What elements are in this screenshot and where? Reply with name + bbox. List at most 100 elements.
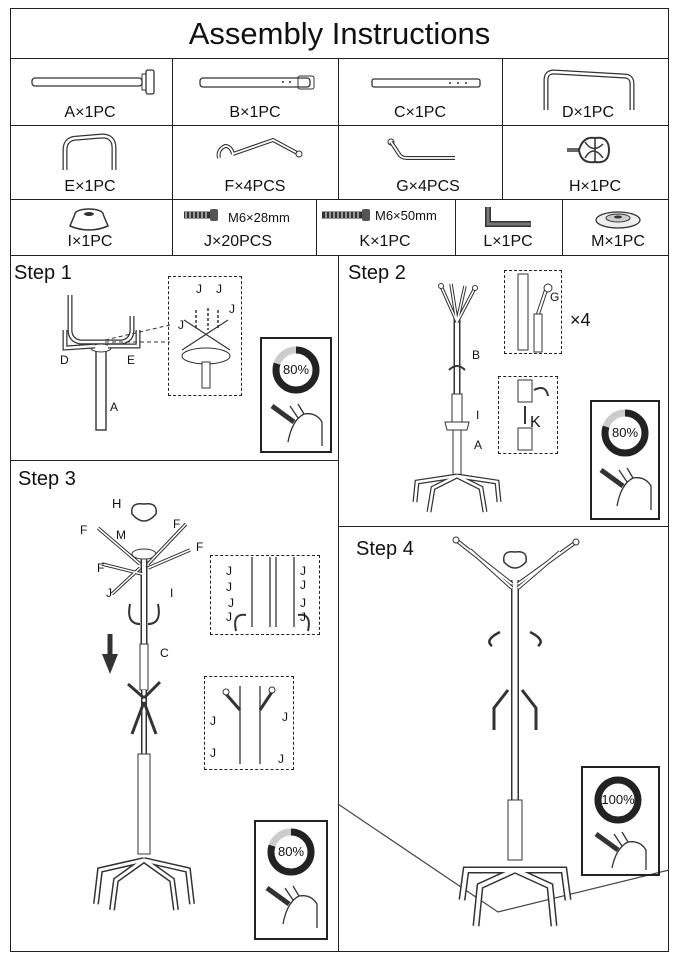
step-2-label-k: K [530,414,541,431]
page-frame [10,8,669,952]
step-3-callout-lower-j-3: J [210,746,216,760]
step-3-callout-lower-j-1: J [210,714,216,728]
step-4-room-floor [337,803,670,913]
part-l-label: L×1PC [483,233,533,250]
step-3-detail-upper-drawing [234,557,310,632]
part-l-hex-key-icon [485,207,531,227]
part-k-spec: M6×50mm [375,208,437,223]
step-3-label-f-1: F [80,523,88,537]
step-3-callout-upper-j-6: J [300,596,306,610]
step-3-callout-upper-j-5: J [228,596,234,610]
part-i-collar-icon [69,208,109,231]
step-2-progress-card [590,400,660,520]
step-divider-left [10,460,338,461]
step-3-callout-lower-j-4: J [278,752,284,766]
step-3-label-h: H [112,496,122,511]
step-3-callout-upper-j-8: J [300,610,306,624]
part-c-label: C×1PC [393,104,447,121]
step-3-detail-upper [210,555,320,635]
part-k-bolt-icon [322,209,370,221]
step-3-detail-lower-drawing [222,686,276,764]
step-2-label-a: A [474,438,483,452]
step-2-title: Step 2 [348,262,406,284]
part-d-label: D×1PC [561,104,615,121]
part-j-label: J×20PCS [203,233,273,250]
step-3-progress-ring [267,828,315,876]
step-2-progress-label: 80% [611,425,639,440]
step-3-label-j: J [106,586,112,600]
step-2-detail-top [504,270,562,354]
part-m-label: M×1PC [591,233,645,250]
step-1-callout-j-4: J [229,302,235,316]
step-1-label-a: A [110,400,119,414]
part-h-finial-icon [567,136,611,164]
part-e-label: E×1PC [64,178,116,195]
step-1-detail-callout [168,276,242,396]
step-2-label-b: B [472,348,481,362]
step-2-label-i: I [476,408,480,422]
step-1-label-d: D [60,353,69,367]
part-f-label: F×4PCS [224,178,286,195]
step-3-stand-drawing [93,502,195,911]
part-g-label: G×4PCS [396,178,460,195]
hand-pointer-icon [599,467,652,510]
step-1-label-e: E [127,353,136,367]
part-i-label: I×1PC [67,233,113,250]
step-3-label-c: C [160,646,169,660]
step-1-callout-j-1: J [196,282,202,296]
step-2-label-g: G [550,290,560,304]
part-m-washer-icon [595,211,641,229]
step-3-detail-lower [204,676,294,770]
step-3-progress-card [254,820,328,940]
step-1-callout-j-2: J [216,282,222,296]
part-h-label: H×1PC [568,178,622,195]
step-3-callout-upper-j-7: J [226,610,232,624]
step-2-progress-ring [601,409,649,457]
part-b-label: B×1PC [229,104,281,121]
hand-pointer-icon [265,885,318,928]
step-4-progress-card [581,766,660,876]
step-1-progress-card [260,337,332,453]
step-3-callout-upper-j-4: J [300,578,306,592]
part-a-label: A×1PC [64,104,116,121]
step-2-detail-bottom-drawing [517,379,549,451]
step-3-callout-upper-j-1: J [226,564,232,578]
part-c-tube-icon [371,78,481,88]
step-1-callout-j-3: J [178,318,184,332]
step-3-progress-label: 80% [277,844,305,859]
part-j-spec: M6×28mm [228,210,290,225]
step-divider-vertical [338,256,339,952]
part-j-screw-icon [184,209,218,221]
step-4-progress-ring [594,776,642,824]
step-3-label-f-2: F [173,517,181,531]
part-g-hook-arm-icon [387,138,455,160]
step-4-stand-drawing [452,536,580,927]
step-divider-right [338,526,669,527]
step-1-progress-label: 80% [282,362,310,377]
hand-pointer-icon [594,831,647,870]
title-divider [10,58,669,59]
part-e-bracket-icon [62,133,117,170]
step-3-label-m: M [116,528,126,542]
step-2-detail-top-drawing [517,273,553,353]
step-1-callout-lines [104,324,171,343]
step-1-detail-drawing [181,308,231,389]
step-2-detail-bottom [498,376,558,454]
part-a-pole-icon [31,69,155,95]
step-2-stand-drawing [412,283,502,513]
step-3-label-i: I [170,586,174,600]
step-1-title: Step 1 [14,262,72,284]
step-3-callout-lower-j-2: J [282,710,288,724]
part-f-hook-arm-icon [216,137,303,159]
step-3-callout-upper-j-2: J [300,564,306,578]
step-3-label-f-4: F [196,540,204,554]
page-title: Assembly Instructions [188,16,491,51]
part-d-bracket-icon [543,69,635,110]
step-1-base-drawing [62,295,141,431]
step-3-title: Step 3 [18,468,76,490]
step-3-label-f-3: F [97,561,105,575]
step-2-multiplier: ×4 [570,310,591,330]
part-b-tube-icon [199,75,315,90]
step-4-progress-label: 100% [601,792,635,807]
step-4-title: Step 4 [356,538,414,560]
